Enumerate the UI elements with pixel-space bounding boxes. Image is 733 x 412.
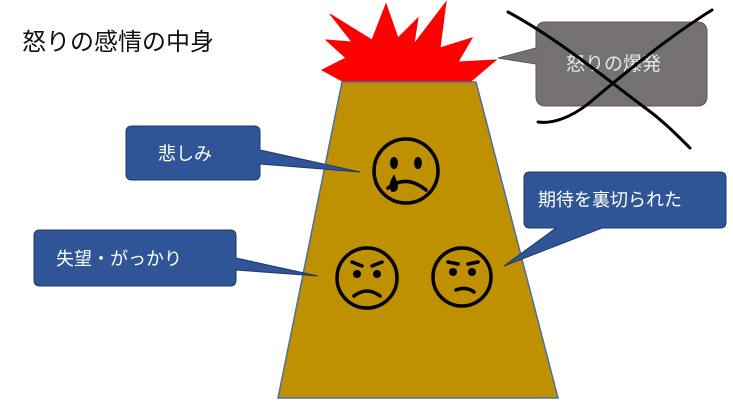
cross-out-mark — [506, 8, 714, 150]
worried-face-icon — [335, 246, 399, 310]
confused-face-icon — [431, 246, 493, 308]
callout-disappointment: 失望・がっかり — [33, 229, 319, 287]
callout-sadness: 悲しみ — [125, 125, 361, 181]
volcano-mountain — [277, 81, 559, 399]
callout-sadness-label: 悲しみ — [158, 144, 212, 165]
callout-disappointment-label: 失望・がっかり — [56, 249, 182, 270]
crying-face-icon — [372, 137, 440, 205]
explosion-burst — [320, 0, 498, 83]
callout-anger-outburst-label: 怒りの爆発 — [566, 53, 661, 75]
callout-betrayed-label: 期待を裏切られた — [538, 190, 682, 211]
page-title: 怒りの感情の中身 — [22, 28, 214, 56]
callout-betrayed: 期待を裏切られた — [503, 171, 727, 267]
